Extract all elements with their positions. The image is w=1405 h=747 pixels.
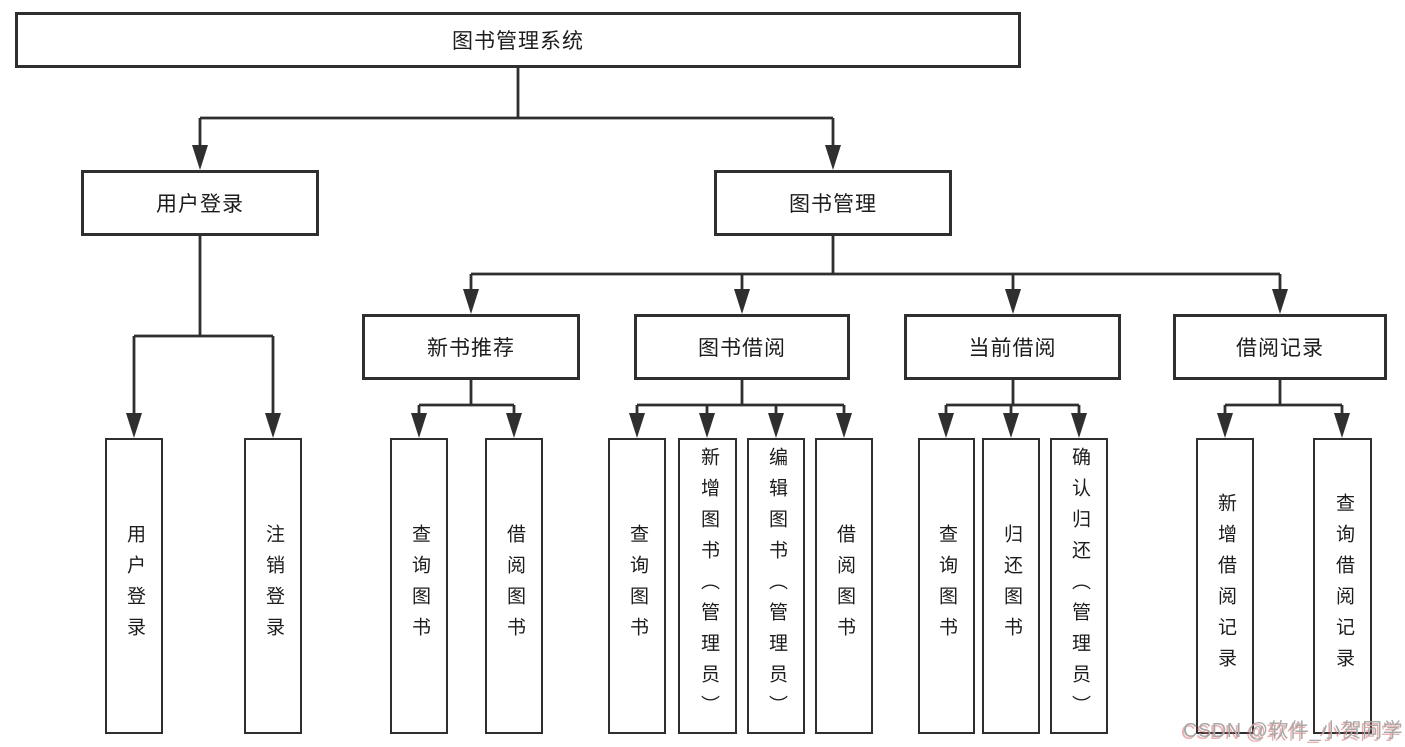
tree-edges xyxy=(132,68,1344,416)
node-label: 图书借阅 xyxy=(698,337,786,360)
node-book-management: 图书管理 xyxy=(714,170,952,236)
arrowheads xyxy=(126,145,1350,438)
leaf-cb-return-book: 归还图书 xyxy=(982,438,1040,734)
leaf-logout: 注销登录 xyxy=(244,438,302,734)
leaf-cb-confirm-return-admin: 确认归还（管理员） xyxy=(1050,438,1108,734)
node-label: 图书管理 xyxy=(789,193,877,216)
leaf-br-add-record: 新增借阅记录 xyxy=(1196,438,1254,734)
leaf-nbr-borrow-book: 借阅图书 xyxy=(485,438,543,734)
node-label: 新书推荐 xyxy=(427,337,515,360)
node-new-book-recommend: 新书推荐 xyxy=(362,314,580,380)
leaf-bb-add-book-admin: 新增图书（管理员） xyxy=(678,438,737,734)
node-label: 图书管理系统 xyxy=(452,30,584,53)
node-label: 当前借阅 xyxy=(968,337,1057,360)
csdn-watermark: CSDN @软件_小贺同学 xyxy=(1183,720,1404,742)
node-label: 用户登录 xyxy=(156,193,244,216)
leaf-user-login: 用户登录 xyxy=(105,438,163,734)
leaf-nbr-query-book: 查询图书 xyxy=(390,438,448,734)
node-book-borrow: 图书借阅 xyxy=(634,314,850,380)
node-borrow-records: 借阅记录 xyxy=(1173,314,1387,380)
node-current-borrow: 当前借阅 xyxy=(904,314,1121,380)
leaf-bb-edit-book-admin: 编辑图书（管理员） xyxy=(747,438,805,734)
leaf-bb-query-book: 查询图书 xyxy=(608,438,666,734)
node-label: 借阅记录 xyxy=(1236,337,1324,360)
leaf-bb-borrow-book: 借阅图书 xyxy=(815,438,873,734)
node-library-management-system: 图书管理系统 xyxy=(15,12,1021,68)
leaf-br-query-record: 查询借阅记录 xyxy=(1313,438,1372,734)
leaf-cb-query-book: 查询图书 xyxy=(918,438,975,734)
node-user-login: 用户登录 xyxy=(81,170,319,236)
